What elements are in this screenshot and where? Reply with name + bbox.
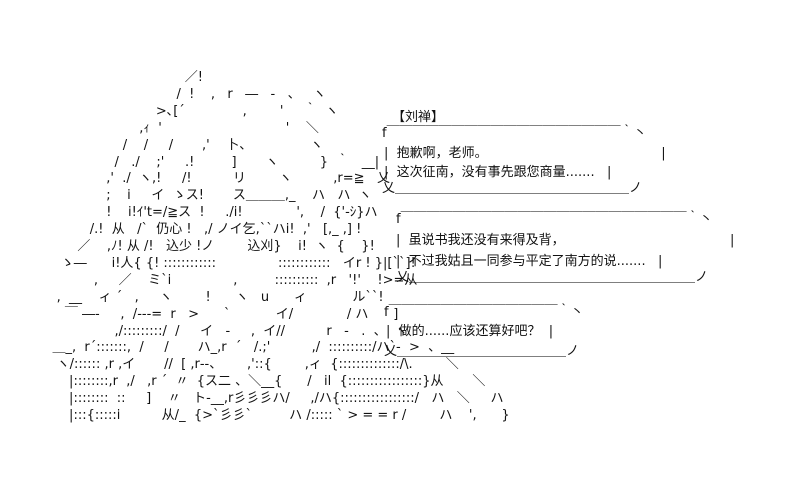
bubble-3-line-1: | 做的......应该还算好吧？ |: [386, 324, 554, 339]
ascii-art-line: , ／ ミ`i , :::::::::: ,r '!' !>=从: [36, 273, 418, 288]
bubble-2-bottom-border: 乂＿＿＿＿＿＿＿＿＿＿＿＿＿＿＿＿＿＿＿＿＿＿ノ: [396, 270, 709, 285]
ascii-art-line: / ! , r ― - 、 ヽ: [36, 87, 327, 102]
ascii-art-line: ＿_, r´:::::::, / / ハ_,r ´ /.;' ,/ ::::::…: [36, 340, 455, 355]
ascii-art-line: ,/:::::::::/ / イ - , イ// r - . 、 ヽ: [36, 324, 408, 339]
ascii-art-line: |:::{:::::i 从/_ {>`彡彡` ハ /::::: ` > = = …: [36, 408, 510, 423]
speaker-name: 【刘禅】: [392, 110, 445, 125]
ascii-art-line: ／ ,ﾉ! 从 /! 込少 !ノ 込刈} i! ヽ { }!: [36, 239, 375, 254]
bubble-3-bottom-border: 乂＿＿＿＿＿＿＿＿＿＿＿＿＿ノ: [384, 344, 580, 359]
ascii-art-line: ,ｨ ' ' ＼: [36, 121, 319, 136]
ascii-art-line: , __ ィ ´ , ヽ ! ヽ u ィ ル``!: [36, 290, 384, 305]
bubble-2-line-2: | 不过我姑且一同参与平定了南方的说....... |: [396, 254, 663, 269]
ascii-art-line: |::::::::,r ,/ ,r ´ 〃 {ス二 、＼__{ / il {::…: [36, 374, 486, 389]
ascii-art-line: ! i!ｲ't=/≧ス ! ./i! ', / {'-ｼ}ハ: [36, 205, 378, 220]
ascii-art-line: / ./ ;' .! ] ヽ } ｀ __|: [36, 155, 380, 170]
bubble-1-bottom-border: 乂＿＿＿＿＿＿＿＿＿＿＿＿＿＿＿＿＿＿ノ: [382, 181, 643, 196]
ascii-art-line: ゝ― i!人{ {! :::::::::::: :::::::::::: イr …: [36, 256, 416, 271]
ascii-art-line: ,' ./ ヽ,! /! リ ヽ ,r=≧ 乂: [36, 171, 390, 186]
ascii-art-line: ￣ ―‐ , /‐‐‐= r > ` イ/ / ハ ]: [36, 307, 399, 322]
bubble-1-line-1: | 抱歉啊，老师。 |: [384, 146, 666, 161]
ascii-art-line: |:::::::: :: ] 〃 ト-__,r彡彡彡ハ/ ,/ハ{:::::::…: [36, 391, 504, 406]
ascii-art-line: ; i イ ゝス! ス＿＿＿,_ ハ ハ ヽ: [36, 188, 372, 203]
ascii-art-line: /.! 从 /` 仍心 ! ,/ ノイ乞,``ハi! ,' [,_ ,] !: [36, 222, 362, 237]
ascii-art-line: ヽ/:::::: ,r ,イ // [ ,r‐-、 ,'::{ ,ィ {::::…: [36, 357, 459, 372]
ascii-art-line: ／!: [36, 70, 203, 85]
ascii-art-line: >､[´ , ' ｀ ヽ: [36, 104, 339, 119]
bubble-2-line-1: | 虽说书我还没有来得及背， |: [396, 233, 735, 248]
bubble-1-line-2: | 这次征南，没有事先跟您商量....... |: [384, 165, 612, 180]
bubble-2-top-border: f￣￣￣￣￣￣￣￣￣￣￣￣￣￣￣￣￣￣￣￣￣￣｀丶: [396, 212, 713, 227]
bubble-3-top-border: f￣￣￣￣￣￣￣￣￣￣￣￣￣｀丶: [384, 305, 584, 320]
ascii-art-line: / / / ,' 卜、 ヽ: [36, 138, 324, 153]
bubble-1-top-border: f￣￣￣￣￣￣￣￣￣￣￣￣￣￣￣￣￣￣｀丶: [382, 126, 647, 141]
